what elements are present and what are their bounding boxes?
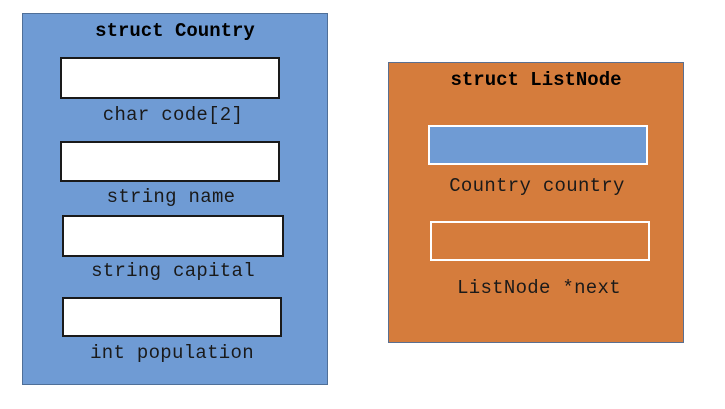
field-capital-label: string capital xyxy=(91,260,255,282)
field-population-label: int population xyxy=(90,342,254,364)
field-population-box xyxy=(62,297,282,337)
field-code-label: char code[2] xyxy=(102,104,244,126)
field-next-label: ListNode *next xyxy=(457,277,621,299)
struct-country-title: struct Country xyxy=(95,20,255,42)
field-name-label: string name xyxy=(106,186,236,208)
field-country-box xyxy=(428,125,648,165)
field-code-box xyxy=(60,57,280,99)
field-country-label: Country country xyxy=(449,175,625,197)
struct-listnode-title: struct ListNode xyxy=(450,69,622,91)
struct-country: struct Country char code[2] string name … xyxy=(22,13,328,385)
field-name-box xyxy=(60,141,280,182)
struct-listnode: struct ListNode Country country ListNode… xyxy=(388,62,684,343)
field-next-box xyxy=(430,221,650,261)
field-capital-box xyxy=(62,215,284,257)
